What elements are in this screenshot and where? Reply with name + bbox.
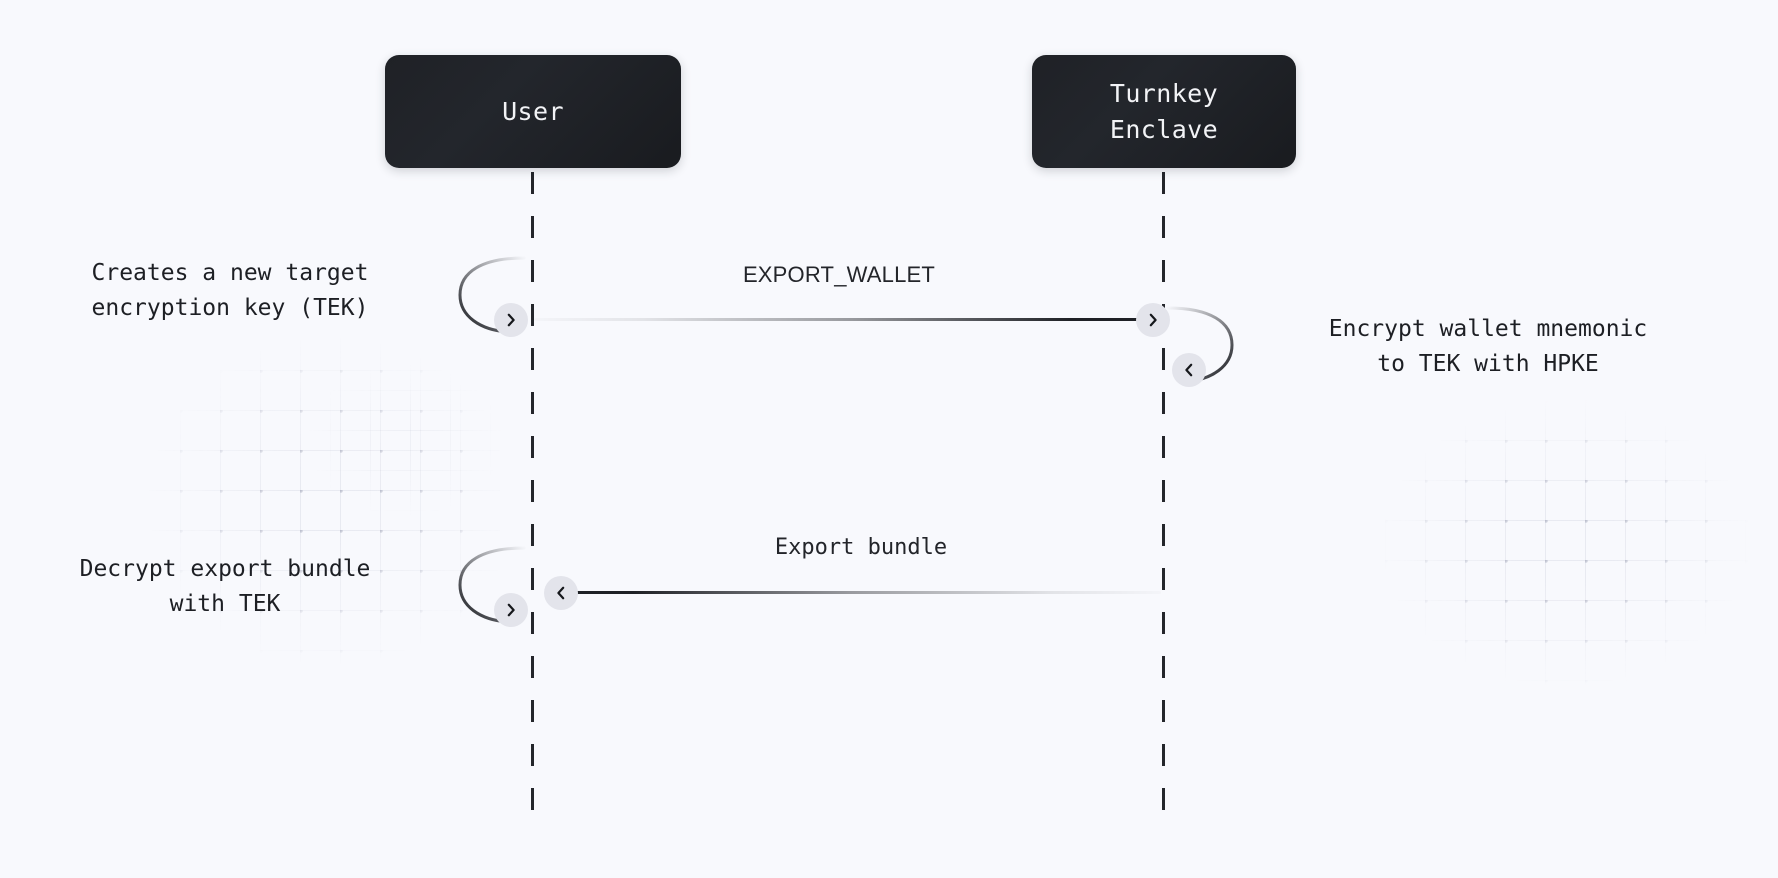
message-line-export-wallet [534, 318, 1144, 321]
background-grid-decoration-middle [290, 350, 520, 530]
background-grid-dots-left [100, 330, 500, 710]
participant-box-turnkey-enclave[interactable]: Turnkey Enclave [1032, 55, 1296, 168]
chevron-left-icon [544, 576, 578, 610]
message-label-export-bundle: Export bundle [774, 535, 948, 560]
chevron-right-icon [1136, 303, 1170, 337]
note-decrypt-bundle: Decrypt export bundle with TEK [79, 556, 371, 617]
chevron-right-icon [494, 303, 528, 337]
chevron-left-icon [1172, 353, 1206, 387]
background-grid-decoration-left [100, 330, 500, 710]
lifeline-user [531, 172, 534, 832]
lifeline-enclave [1162, 172, 1165, 832]
note-creates-tek: Creates a new target encryption key (TEK… [91, 260, 369, 321]
note-encrypt-mnemonic: Encrypt wallet mnemonic to TEK with HPKE [1328, 316, 1648, 377]
chevron-right-icon [494, 593, 528, 627]
participant-box-user[interactable]: User [385, 55, 681, 168]
message-label-export-wallet: EXPORT_WALLET [742, 262, 936, 287]
message-line-export-bundle [561, 591, 1161, 594]
background-grid-decoration-right [1385, 400, 1778, 700]
background-grid-dots-right [1385, 400, 1778, 700]
